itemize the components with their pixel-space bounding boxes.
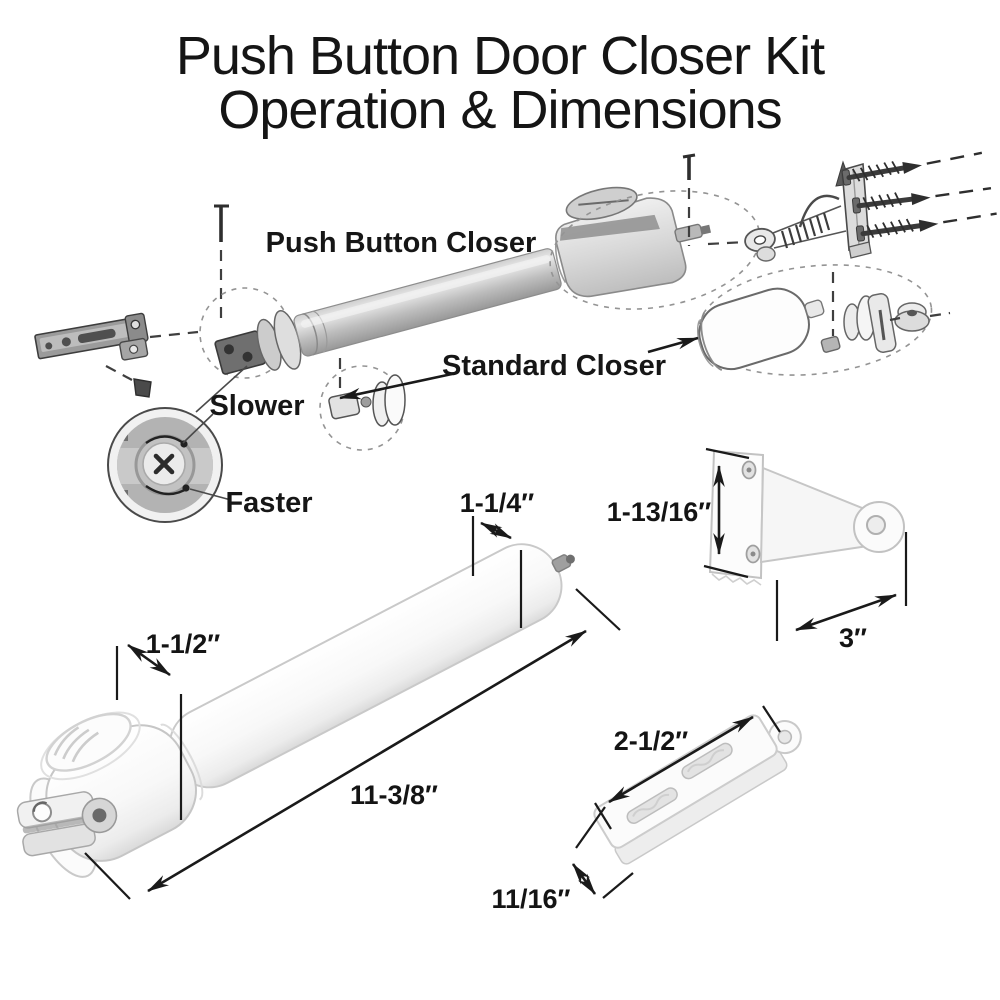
dim-rod-end-label: 1-1/4″ bbox=[460, 488, 535, 518]
phillips-screw-icon bbox=[153, 453, 175, 475]
page-title-line1: Push Button Door Closer Kit bbox=[176, 26, 825, 86]
dim-jamb-bracket-height: 1-13/16″ bbox=[607, 447, 750, 579]
spring-coil bbox=[780, 212, 831, 249]
standard-closer-cap bbox=[696, 287, 825, 371]
standard-closer-arrow-right bbox=[647, 336, 699, 354]
head-screw bbox=[682, 153, 696, 246]
bracket-to-closer-dashed-line bbox=[149, 330, 199, 339]
closer-dimension-drawing: 1-1/2″ 1-1/4″ 11-3/8″ bbox=[16, 488, 621, 900]
door-bracket-dimension-drawing: 2-1/2″ 11/16″ bbox=[491, 705, 802, 914]
title-block: Push Button Door Closer Kit Operation & … bbox=[176, 26, 826, 140]
head-to-spring-dashed-line bbox=[707, 240, 747, 246]
push-button-closer-label: Push Button Closer bbox=[266, 227, 537, 259]
slower-leader-line bbox=[182, 413, 214, 444]
grommet-dashed-line bbox=[929, 311, 951, 318]
dim-door-bracket-width: 11/16″ bbox=[491, 806, 634, 914]
mounting-screw-3 bbox=[855, 212, 997, 242]
hold-open-washer-set bbox=[820, 293, 897, 353]
jamb-bracket-dimension-drawing: 1-13/16″ 3″ bbox=[607, 447, 908, 653]
mounting-screw-2 bbox=[851, 186, 992, 214]
grommet bbox=[894, 302, 930, 332]
dim-body-length-label: 11-3/8″ bbox=[350, 780, 438, 810]
closer-clevis-fork bbox=[16, 791, 118, 857]
mounting-screw-1 bbox=[841, 151, 983, 186]
closer-tube bbox=[214, 248, 562, 375]
faster-label: Faster bbox=[225, 487, 312, 519]
dial-leader-line bbox=[195, 365, 248, 413]
bracket-to-pin-dashed-line bbox=[105, 365, 133, 381]
closer-body-tube bbox=[168, 543, 563, 789]
dim-door-bracket-width-label: 11/16″ bbox=[491, 884, 570, 914]
dim-jamb-bracket-height-label: 1-13/16″ bbox=[607, 497, 712, 527]
standard-closer-arrow-left bbox=[339, 372, 453, 400]
dim-door-bracket-length: 2-1/2″ bbox=[594, 705, 781, 830]
push-button bbox=[45, 712, 132, 772]
faster-leader-line bbox=[189, 488, 232, 501]
spring-bracket-assembly bbox=[744, 151, 997, 262]
speed-adjustment-dial bbox=[107, 407, 223, 523]
dim-door-bracket-length-label: 2-1/2″ bbox=[614, 726, 689, 756]
door-bracket-part bbox=[593, 714, 802, 865]
push-button-head bbox=[555, 186, 712, 298]
exploded-view: Push Button Closer Standard Closer Slowe… bbox=[34, 151, 997, 523]
dim-rod-end: 1-1/4″ bbox=[460, 488, 535, 628]
mounting-pin bbox=[133, 378, 152, 398]
jamb-bracket-part bbox=[708, 449, 905, 586]
jamb-mounting-bracket bbox=[34, 312, 149, 361]
dim-jamb-bracket-depth: 3″ bbox=[775, 532, 908, 653]
dim-button-diameter-label: 1-1/2″ bbox=[146, 629, 221, 659]
standard-closer-label: Standard Closer bbox=[442, 350, 666, 382]
washer-dashed-line bbox=[889, 316, 901, 322]
page-title-line2: Operation & Dimensions bbox=[218, 80, 781, 140]
dim-body-length: 11-3/8″ bbox=[84, 588, 621, 900]
slower-label: Slower bbox=[209, 390, 304, 422]
dim-jamb-bracket-depth-label: 3″ bbox=[839, 623, 867, 653]
end-screw bbox=[214, 204, 229, 318]
